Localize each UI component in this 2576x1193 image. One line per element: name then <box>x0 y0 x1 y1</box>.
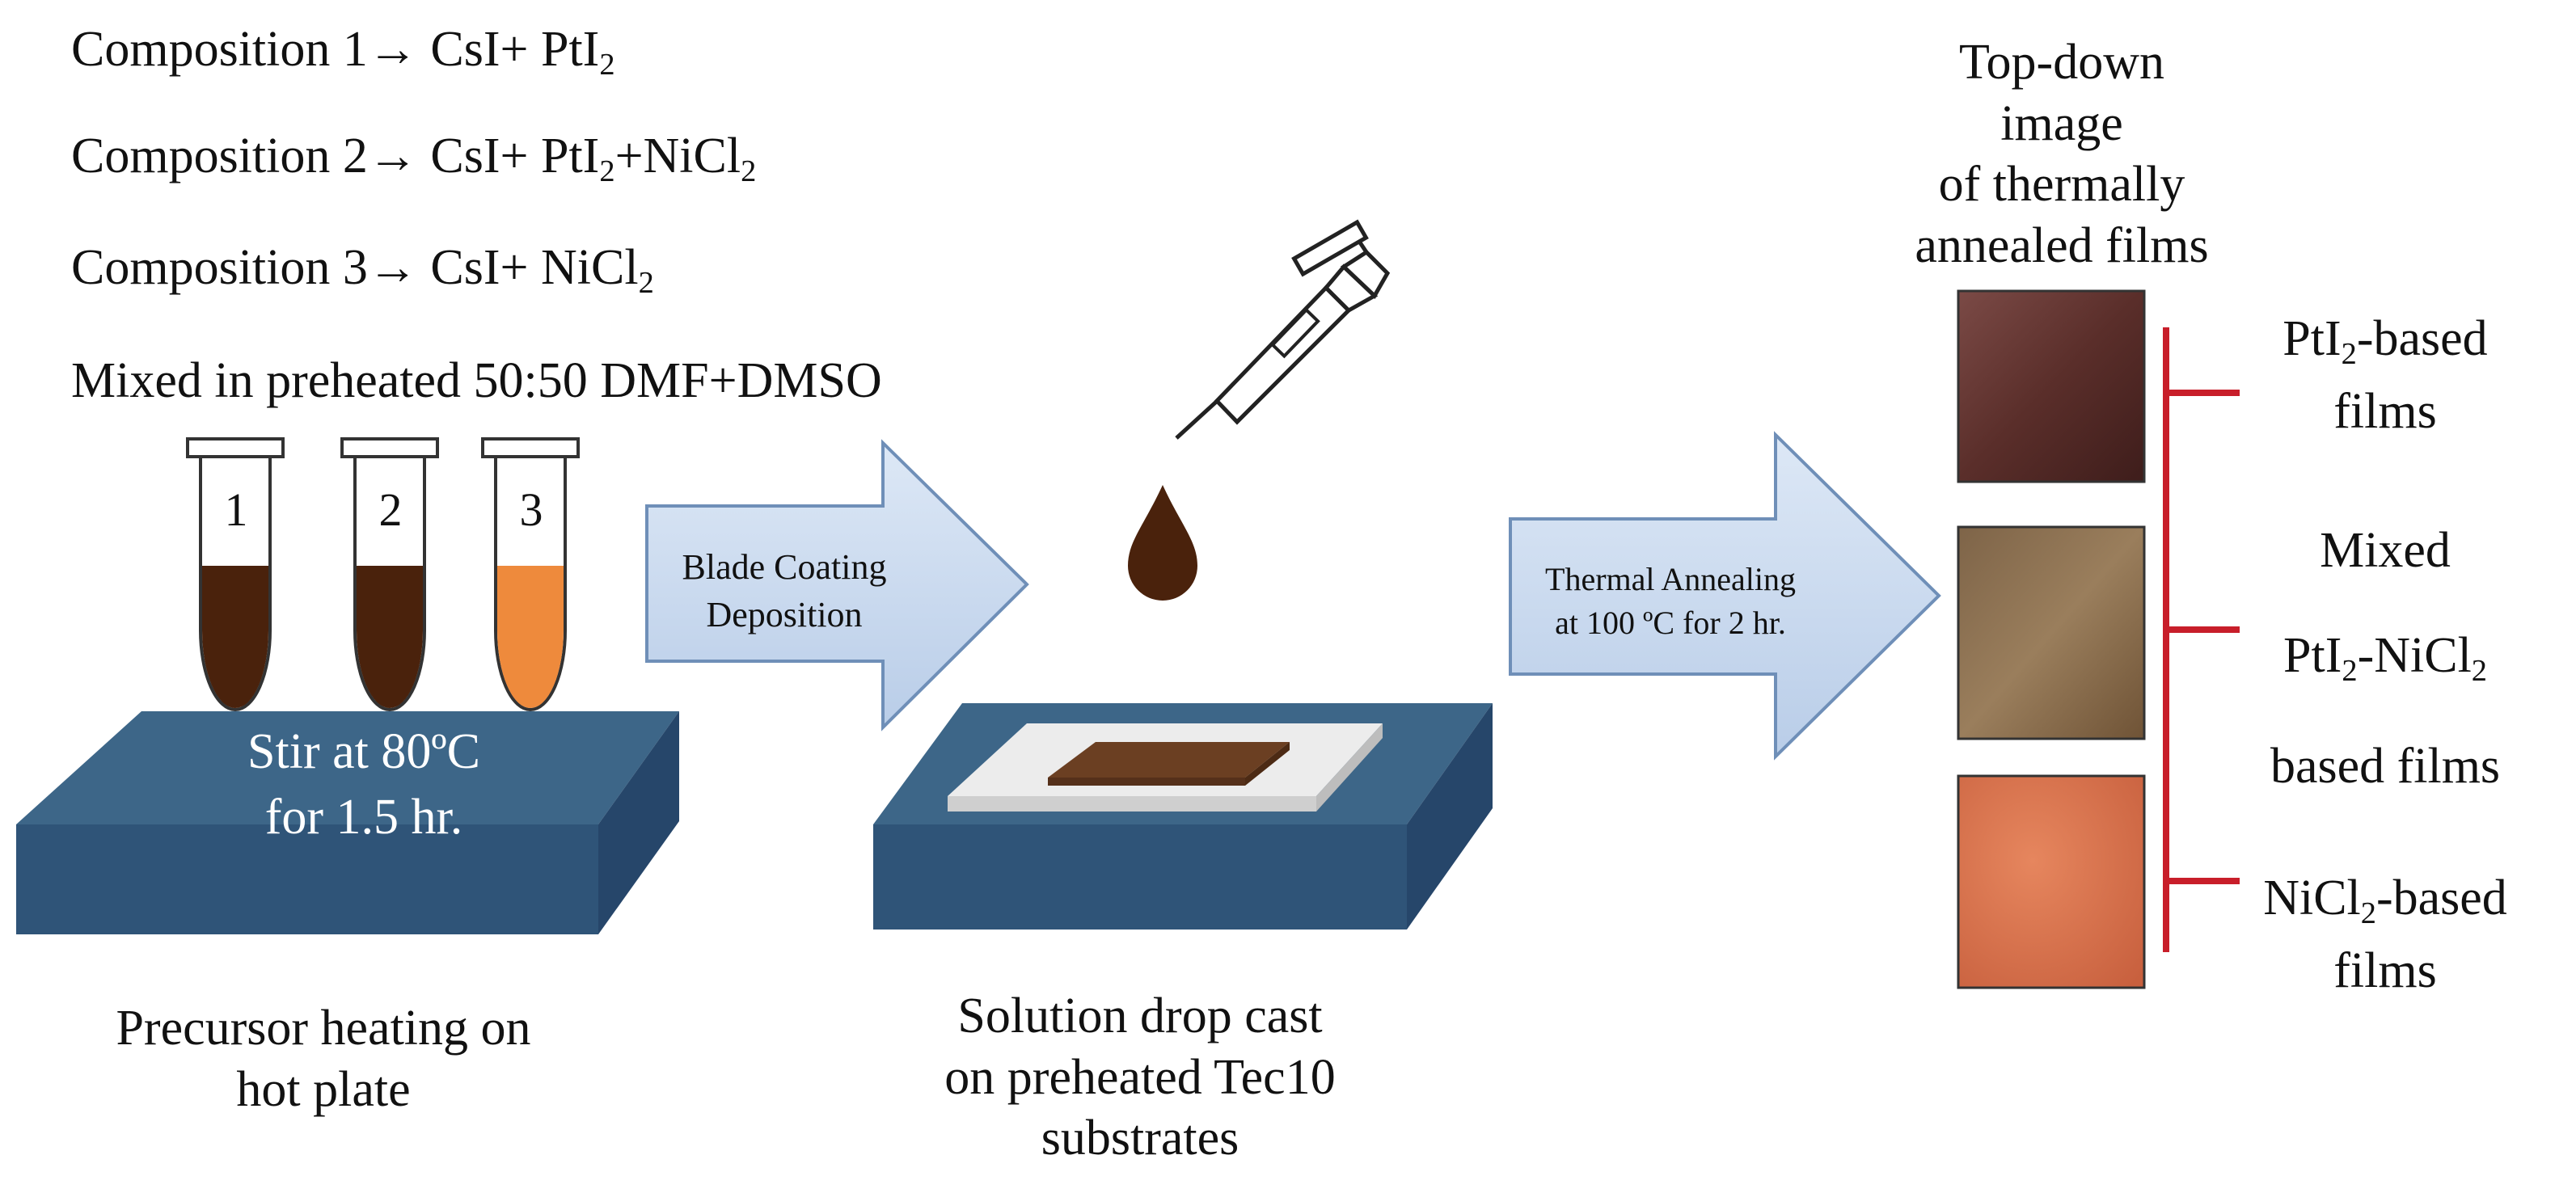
tube-3-liquid <box>497 566 564 708</box>
substrate-stage <box>873 703 1493 930</box>
stir-conditions: Stir at 80ºC for 1.5 hr. <box>247 724 480 845</box>
hot-plate <box>16 711 679 934</box>
solvent-text: Mixed in preheated 50:50 DMF+DMSO <box>71 353 882 408</box>
film-label-nicl2: NiCl2-based films <box>2263 871 2507 998</box>
arrow-thermal-annealing <box>1509 431 1941 761</box>
composition-3: Composition 3→ CsI+ NiCl2 <box>71 240 654 300</box>
arrow-blade-coating <box>645 439 1029 731</box>
film-image-pti2 <box>1957 289 2146 483</box>
hot-plate-caption: Precursor heating on hot plate <box>116 1001 531 1117</box>
arrow-blade-coating-label: Blade Coating Deposition <box>682 547 887 635</box>
tube-label-2: 2 <box>378 483 403 536</box>
substrate-caption: Solution drop cast on preheated Tec10 su… <box>944 989 1336 1166</box>
film-image-nicl2 <box>1957 774 2146 989</box>
hot-plate-front <box>16 824 598 934</box>
film-label-mixed: Mixed PtI2-NiCl2 based films <box>2270 523 2501 795</box>
test-tube-1 <box>186 437 285 711</box>
films-header: Top-down image of thermally annealed fil… <box>1915 35 2209 273</box>
film-label-pti2: PtI2-based films <box>2283 311 2488 439</box>
film-image-mixed <box>1957 525 2146 740</box>
drop-icon <box>1128 485 1197 601</box>
coated-film <box>1048 742 1290 778</box>
tube-2-liquid <box>357 566 423 708</box>
hot-plate-side-right <box>598 711 679 934</box>
test-tube-3 <box>481 437 580 711</box>
composition-1: Composition 1→ CsI+ PtI2 <box>71 22 615 82</box>
hot-plate-top <box>16 711 679 824</box>
tube-label-1: 1 <box>224 483 248 536</box>
tube-label-3: 3 <box>519 483 543 536</box>
test-tube-2 <box>340 437 439 711</box>
composition-2: Composition 2→ CsI+ PtI2+NiCl2 <box>71 129 757 188</box>
film-bracket <box>2163 327 2240 952</box>
tube-1-liquid <box>202 566 268 708</box>
arrow-thermal-annealing-label: Thermal Annealing at 100 ºC for 2 hr. <box>1545 561 1796 641</box>
pipette-icon <box>1175 219 1391 440</box>
